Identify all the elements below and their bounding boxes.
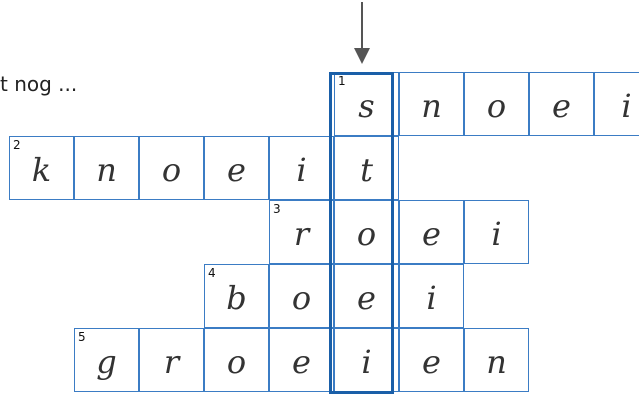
clue-number: 5 (78, 330, 86, 344)
crossword-cell[interactable]: o (204, 328, 269, 392)
prompt-text: t nog ... (0, 72, 78, 96)
cell-letter: o (356, 215, 377, 253)
clue-number: 1 (338, 74, 346, 88)
crossword-cell[interactable]: i (399, 264, 464, 328)
cell-letter: i (621, 87, 632, 125)
cell-letter: o (291, 279, 312, 317)
cell-letter: k (31, 151, 52, 189)
solution-column-highlight (329, 72, 394, 394)
cell-letter: i (491, 215, 502, 253)
crossword-cell[interactable]: e (399, 200, 464, 264)
cell-letter: o (226, 343, 247, 381)
cell-letter: n (421, 87, 442, 125)
cell-letter: n (96, 151, 117, 189)
cell-letter: r (163, 343, 180, 381)
cell-letter: i (426, 279, 437, 317)
cell-letter: o (486, 87, 507, 125)
cell-letter: r (293, 215, 310, 253)
crossword-cell[interactable]: e (204, 136, 269, 200)
cell-letter: g (96, 343, 117, 381)
crossword-cell[interactable]: t (334, 136, 399, 200)
crossword-cell[interactable]: i (464, 200, 529, 264)
cell-letter: n (486, 343, 507, 381)
cell-letter: i (361, 343, 372, 381)
cell-letter: e (422, 215, 441, 253)
cell-letter: i (296, 151, 307, 189)
crossword-cell[interactable]: e (334, 264, 399, 328)
crossword-cell[interactable]: o (269, 264, 334, 328)
cell-letter: e (357, 279, 376, 317)
cell-letter: e (292, 343, 311, 381)
cell-letter: e (227, 151, 246, 189)
crossword-cell[interactable]: o (334, 200, 399, 264)
crossword-cell[interactable]: i (269, 136, 334, 200)
crossword-cell[interactable]: o (464, 72, 529, 136)
crossword-cell[interactable]: i (334, 328, 399, 392)
crossword-cell[interactable]: e (529, 72, 594, 136)
cell-letter: e (552, 87, 571, 125)
clue-number: 3 (273, 202, 281, 216)
cell-letter: s (358, 87, 375, 125)
clue-number: 2 (13, 138, 21, 152)
crossword-cell[interactable]: i (594, 72, 639, 136)
crossword-cell[interactable]: e (269, 328, 334, 392)
crossword-cell[interactable]: n (464, 328, 529, 392)
down-arrow-icon (354, 2, 370, 64)
cell-letter: b (226, 279, 247, 317)
crossword-cell[interactable]: r (139, 328, 204, 392)
crossword-cell[interactable]: n (399, 72, 464, 136)
cell-letter: o (161, 151, 182, 189)
cell-letter: e (422, 343, 441, 381)
cell-letter: t (360, 151, 373, 189)
crossword-cell[interactable]: o (139, 136, 204, 200)
crossword-cell[interactable]: e (399, 328, 464, 392)
clue-number: 4 (208, 266, 216, 280)
crossword-cell[interactable]: n (74, 136, 139, 200)
